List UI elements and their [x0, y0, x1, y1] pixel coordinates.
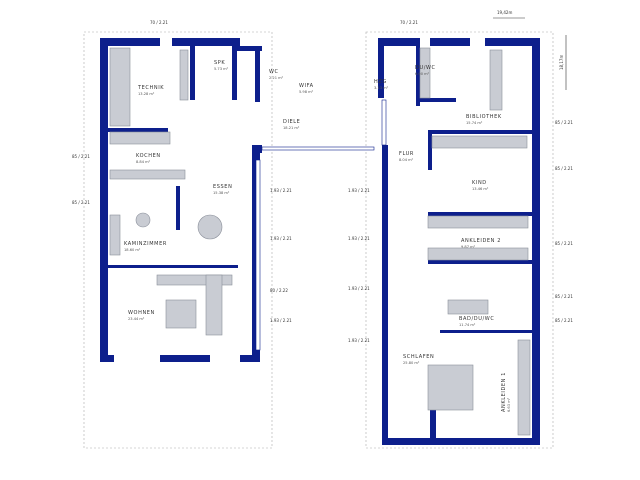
- svg-text:15.38 m²: 15.38 m²: [213, 191, 230, 195]
- svg-text:5.73 m²: 5.73 m²: [214, 67, 229, 71]
- opening-label: 1.93 / 2.21: [348, 188, 370, 193]
- room-flur: FLUR: [399, 151, 414, 157]
- opening-label: 85 / 2.21: [555, 318, 573, 323]
- room-bad-du-wc: BAD/DU/WC: [459, 316, 494, 322]
- room-essen: ESSEN: [213, 184, 232, 190]
- svg-text:23.44 m²: 23.44 m²: [128, 317, 145, 321]
- svg-text:6.00 m²: 6.00 m²: [415, 72, 430, 76]
- opening-label: 1.93 / 2.21: [270, 318, 292, 323]
- room-wifa: WIFA: [299, 83, 314, 89]
- opening-label: 1.93 / 2.21: [270, 236, 292, 241]
- opening-label: 1.93 / 2.21: [348, 236, 370, 241]
- svg-text:15.74 m²: 15.74 m²: [466, 121, 483, 125]
- opening-label: 85 / 2.21: [555, 166, 573, 171]
- windows: [255, 99, 387, 351]
- room-spk: SPK: [214, 60, 225, 66]
- svg-text:13.28 m²: 13.28 m²: [138, 92, 155, 96]
- svg-text:8.84 m²: 8.84 m²: [136, 160, 151, 164]
- room-bibliothek: BIBLIOTHEK: [466, 114, 502, 120]
- svg-text:18.21 m²: 18.21 m²: [283, 126, 300, 130]
- opening-label: 80 / 2.22: [270, 288, 288, 293]
- svg-text:18.60 m²: 18.60 m²: [124, 248, 141, 252]
- svg-text:8.04 m²: 8.04 m²: [399, 158, 414, 162]
- opening-label: 1.93 / 2.21: [348, 338, 370, 343]
- svg-text:13.46 m²: 13.46 m²: [472, 187, 489, 191]
- svg-text:9.87 m²: 9.87 m²: [461, 245, 476, 249]
- opening-label: 70 / 2.21: [400, 20, 418, 25]
- svg-text:25.80 m²: 25.80 m²: [403, 361, 420, 365]
- room-technik: TECHNIK: [137, 85, 164, 91]
- room-du-wc: DU/WC: [415, 65, 436, 71]
- room-wohnen: WOHNEN: [128, 310, 155, 316]
- dimensions: 19,42m 18,17m 85 / 2.21 85 / 2.21 1.93 /…: [72, 10, 573, 343]
- room-schlafen: SCHLAFEN: [403, 354, 434, 360]
- room-wc: WC: [269, 69, 279, 75]
- terrace-outline-right: [365, 31, 554, 449]
- svg-text:11.74 m²: 11.74 m²: [459, 323, 476, 327]
- room-hzg: HZG: [374, 79, 387, 85]
- room-ankleiden-1: ANKLEIDEN 1: [501, 372, 507, 412]
- opening-label: 1.93 / 2.21: [348, 286, 370, 291]
- opening-label: 85 / 2.21: [555, 120, 573, 125]
- svg-text:5.98 m²: 5.98 m²: [299, 90, 314, 94]
- opening-label: 1.93 / 2.21: [270, 188, 292, 193]
- opening-label: 85 / 2.21: [72, 154, 90, 159]
- bed: [427, 364, 474, 411]
- svg-text:6.63 m²: 6.63 m²: [507, 397, 511, 412]
- furniture: [109, 47, 531, 436]
- room-kaminzimmer: KAMINZIMMER: [124, 241, 167, 247]
- room-kind: KIND: [472, 180, 487, 186]
- dining-table: [197, 214, 223, 240]
- terrace-outline-left: [83, 31, 273, 449]
- room-ankleiden-2: ANKLEIDEN 2: [461, 238, 501, 244]
- opening-label: 85 / 2.21: [72, 200, 90, 205]
- room-diele: DIELE: [283, 119, 300, 125]
- opening-label: 70 / 2.21: [150, 20, 168, 25]
- opening-label: 85 / 2.21: [555, 241, 573, 246]
- overall-depth: 18,17m: [559, 55, 564, 70]
- overall-width: 19,42m: [497, 10, 512, 15]
- svg-text:3.13 m²: 3.13 m²: [374, 86, 389, 90]
- svg-text:2.21 m²: 2.21 m²: [269, 76, 284, 80]
- opening-label: 85 / 2.21: [555, 294, 573, 299]
- room-kochen: KOCHEN: [136, 153, 161, 159]
